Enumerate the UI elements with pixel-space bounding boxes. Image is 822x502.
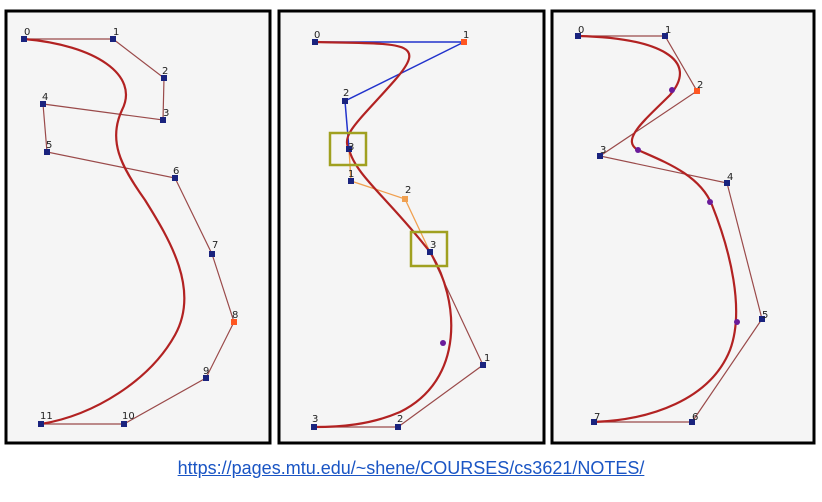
point-label: 0	[578, 25, 584, 36]
control-point	[662, 33, 668, 39]
point-label: 1	[113, 27, 119, 38]
point-label: 1	[665, 25, 671, 36]
control-point	[575, 33, 581, 39]
control-point	[38, 421, 44, 427]
point-label: 9	[203, 366, 209, 377]
control-point	[172, 175, 178, 181]
junction-box	[409, 230, 449, 268]
control-point	[209, 251, 215, 257]
point-label: 3	[348, 142, 354, 153]
control-point	[427, 249, 433, 255]
point-label: 2	[397, 414, 403, 425]
point-label: 2	[343, 88, 349, 99]
control-point	[160, 117, 166, 123]
point-label: 7	[212, 240, 218, 251]
control-point-highlight	[461, 39, 467, 45]
middle-curve	[313, 40, 453, 429]
control-point	[40, 101, 46, 107]
point-label: 5	[762, 310, 768, 321]
point-label: 3	[163, 108, 169, 119]
point-label: 1	[463, 30, 469, 41]
control-point	[346, 146, 352, 152]
middle-control-points	[311, 39, 486, 430]
brown-control-polygon	[314, 251, 484, 428]
point-label: 11	[40, 411, 53, 422]
knot-point	[669, 87, 675, 93]
point-label: 3	[430, 240, 436, 251]
right-control-points	[575, 33, 765, 425]
middle-panel: 0 1 2 3 1 2 3 1 2 3	[311, 30, 490, 430]
point-label: 1	[348, 169, 354, 180]
knot-point	[734, 319, 740, 325]
point-label: 1	[484, 353, 490, 364]
right-panel: 0 1 2 3 4 5 6 7	[575, 25, 768, 425]
control-point	[689, 419, 695, 425]
point-label: 2	[405, 185, 411, 196]
control-point	[591, 419, 597, 425]
control-point	[342, 98, 348, 104]
control-point	[44, 149, 50, 155]
control-point	[597, 153, 603, 159]
control-point	[161, 75, 167, 81]
point-label: 8	[232, 310, 238, 321]
left-panel: 0 1 2 3 4 5 6 7 8 9 10 11	[21, 27, 238, 427]
control-point-highlight	[402, 196, 408, 202]
left-control-polygon	[24, 38, 235, 425]
right-control-polygon	[578, 35, 763, 423]
point-label: 5	[46, 140, 52, 151]
control-point	[21, 36, 27, 42]
point-label: 2	[697, 80, 703, 91]
junction-box	[328, 131, 368, 167]
point-label: 6	[173, 166, 179, 177]
knot-point	[635, 147, 641, 153]
control-point	[395, 424, 401, 430]
point-label: 7	[594, 412, 600, 423]
control-point	[724, 180, 730, 186]
left-curve	[23, 37, 186, 426]
point-label: 2	[162, 66, 168, 77]
control-point	[110, 36, 116, 42]
blue-control-polygon	[315, 41, 465, 150]
control-point	[480, 362, 486, 368]
middle-panel-frame	[277, 9, 546, 445]
point-label: 6	[692, 412, 698, 423]
source-link[interactable]: https://pages.mtu.edu/~shene/COURSES/cs3…	[177, 458, 645, 478]
point-label: 4	[42, 92, 48, 103]
left-panel-frame	[4, 9, 272, 445]
control-point	[759, 316, 765, 322]
control-point	[203, 375, 209, 381]
point-label: 3	[312, 414, 318, 425]
knot-point	[440, 340, 446, 346]
point-label: 4	[727, 172, 733, 183]
control-point	[311, 424, 317, 430]
right-curve	[577, 34, 738, 424]
diagram-canvas: 0 1 2 3 4 5 6 7 8 9 10 11	[4, 9, 816, 445]
control-point-highlight	[231, 319, 237, 325]
knot-point	[707, 199, 713, 205]
point-label: 0	[24, 27, 30, 38]
control-point	[348, 178, 354, 184]
control-point	[312, 39, 318, 45]
right-panel-frame	[550, 9, 816, 445]
point-label: 3	[600, 145, 606, 156]
control-point-highlight	[694, 88, 700, 94]
point-label: 0	[314, 30, 320, 41]
control-point	[121, 421, 127, 427]
left-control-points	[21, 36, 237, 427]
point-label: 10	[122, 411, 135, 422]
